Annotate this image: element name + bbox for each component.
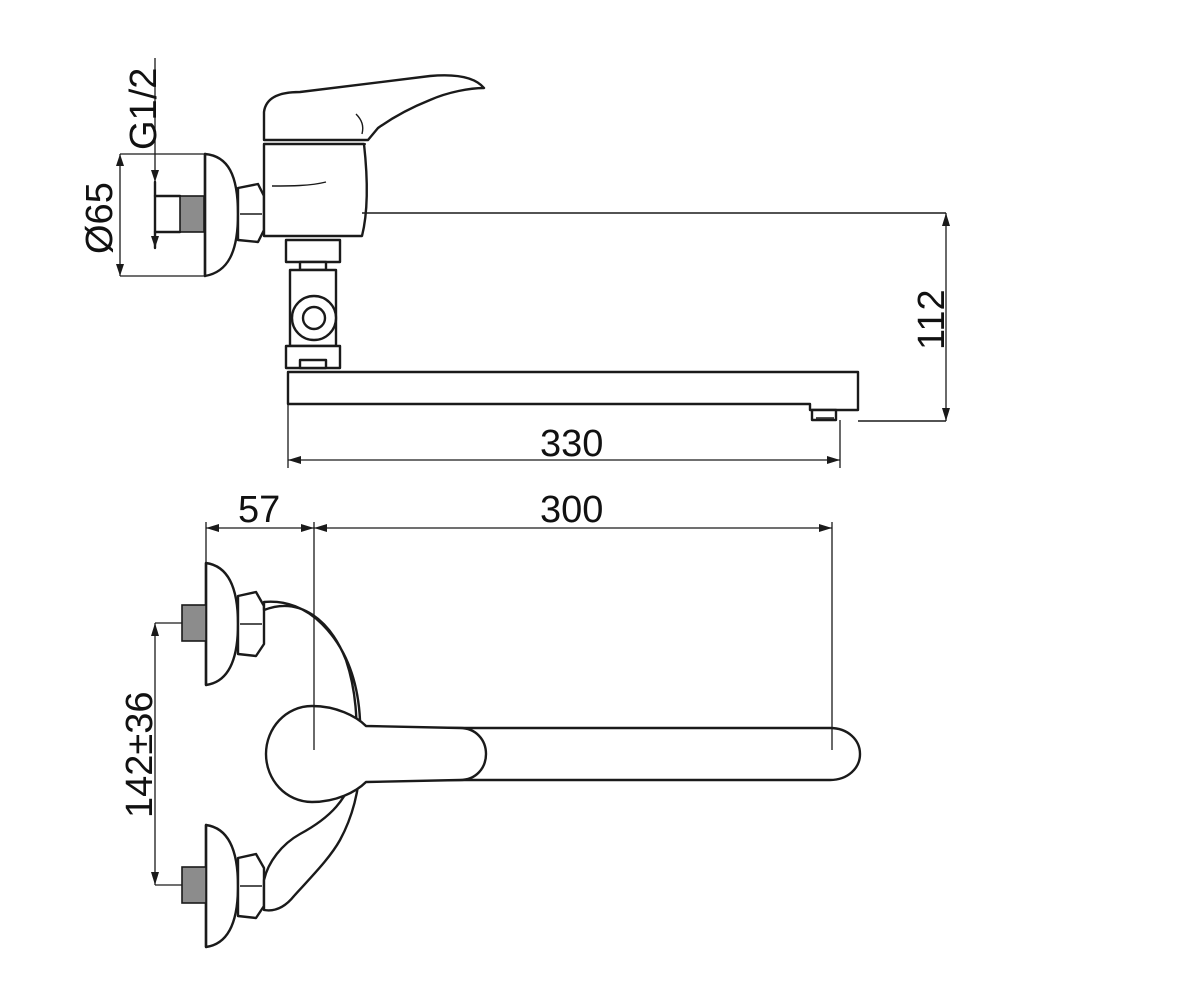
side-swivel-collar-top [284, 238, 342, 264]
reach-dimension-label: 300 [540, 489, 603, 531]
top-mixer-body [262, 600, 362, 912]
thread-size-label: G1/2 [123, 68, 165, 150]
side-view [153, 74, 946, 422]
top-lower-thread [181, 866, 207, 904]
side-dimensions-left: G1/2 Ø65 [79, 58, 205, 277]
top-view [181, 561, 862, 949]
side-hex-nut [236, 182, 266, 244]
side-wall-flange [203, 152, 240, 278]
side-dimension-length: 330 [287, 404, 841, 468]
top-dimension-spacing: 142±36 [119, 622, 182, 886]
offset-dimension-label: 57 [238, 489, 280, 531]
side-aerator [810, 408, 838, 422]
top-upper-flange [204, 561, 240, 687]
side-lever-handle [262, 74, 486, 142]
top-lower-flange [204, 823, 240, 949]
side-mixer-body [262, 142, 368, 238]
side-swivel-port-inner [301, 305, 327, 331]
side-spout [286, 370, 860, 412]
side-thread-connector [179, 195, 205, 233]
height-dimension-label: 112 [911, 289, 953, 350]
total-length-label: 330 [540, 423, 603, 465]
top-upper-thread [181, 604, 207, 642]
flange-diameter-label: Ø65 [79, 182, 121, 254]
side-dimension-height: 112 [911, 213, 953, 421]
inlet-spacing-label: 142±36 [119, 691, 161, 818]
top-dimensions: 57 300 [205, 489, 833, 750]
top-lever-handle [264, 704, 488, 804]
